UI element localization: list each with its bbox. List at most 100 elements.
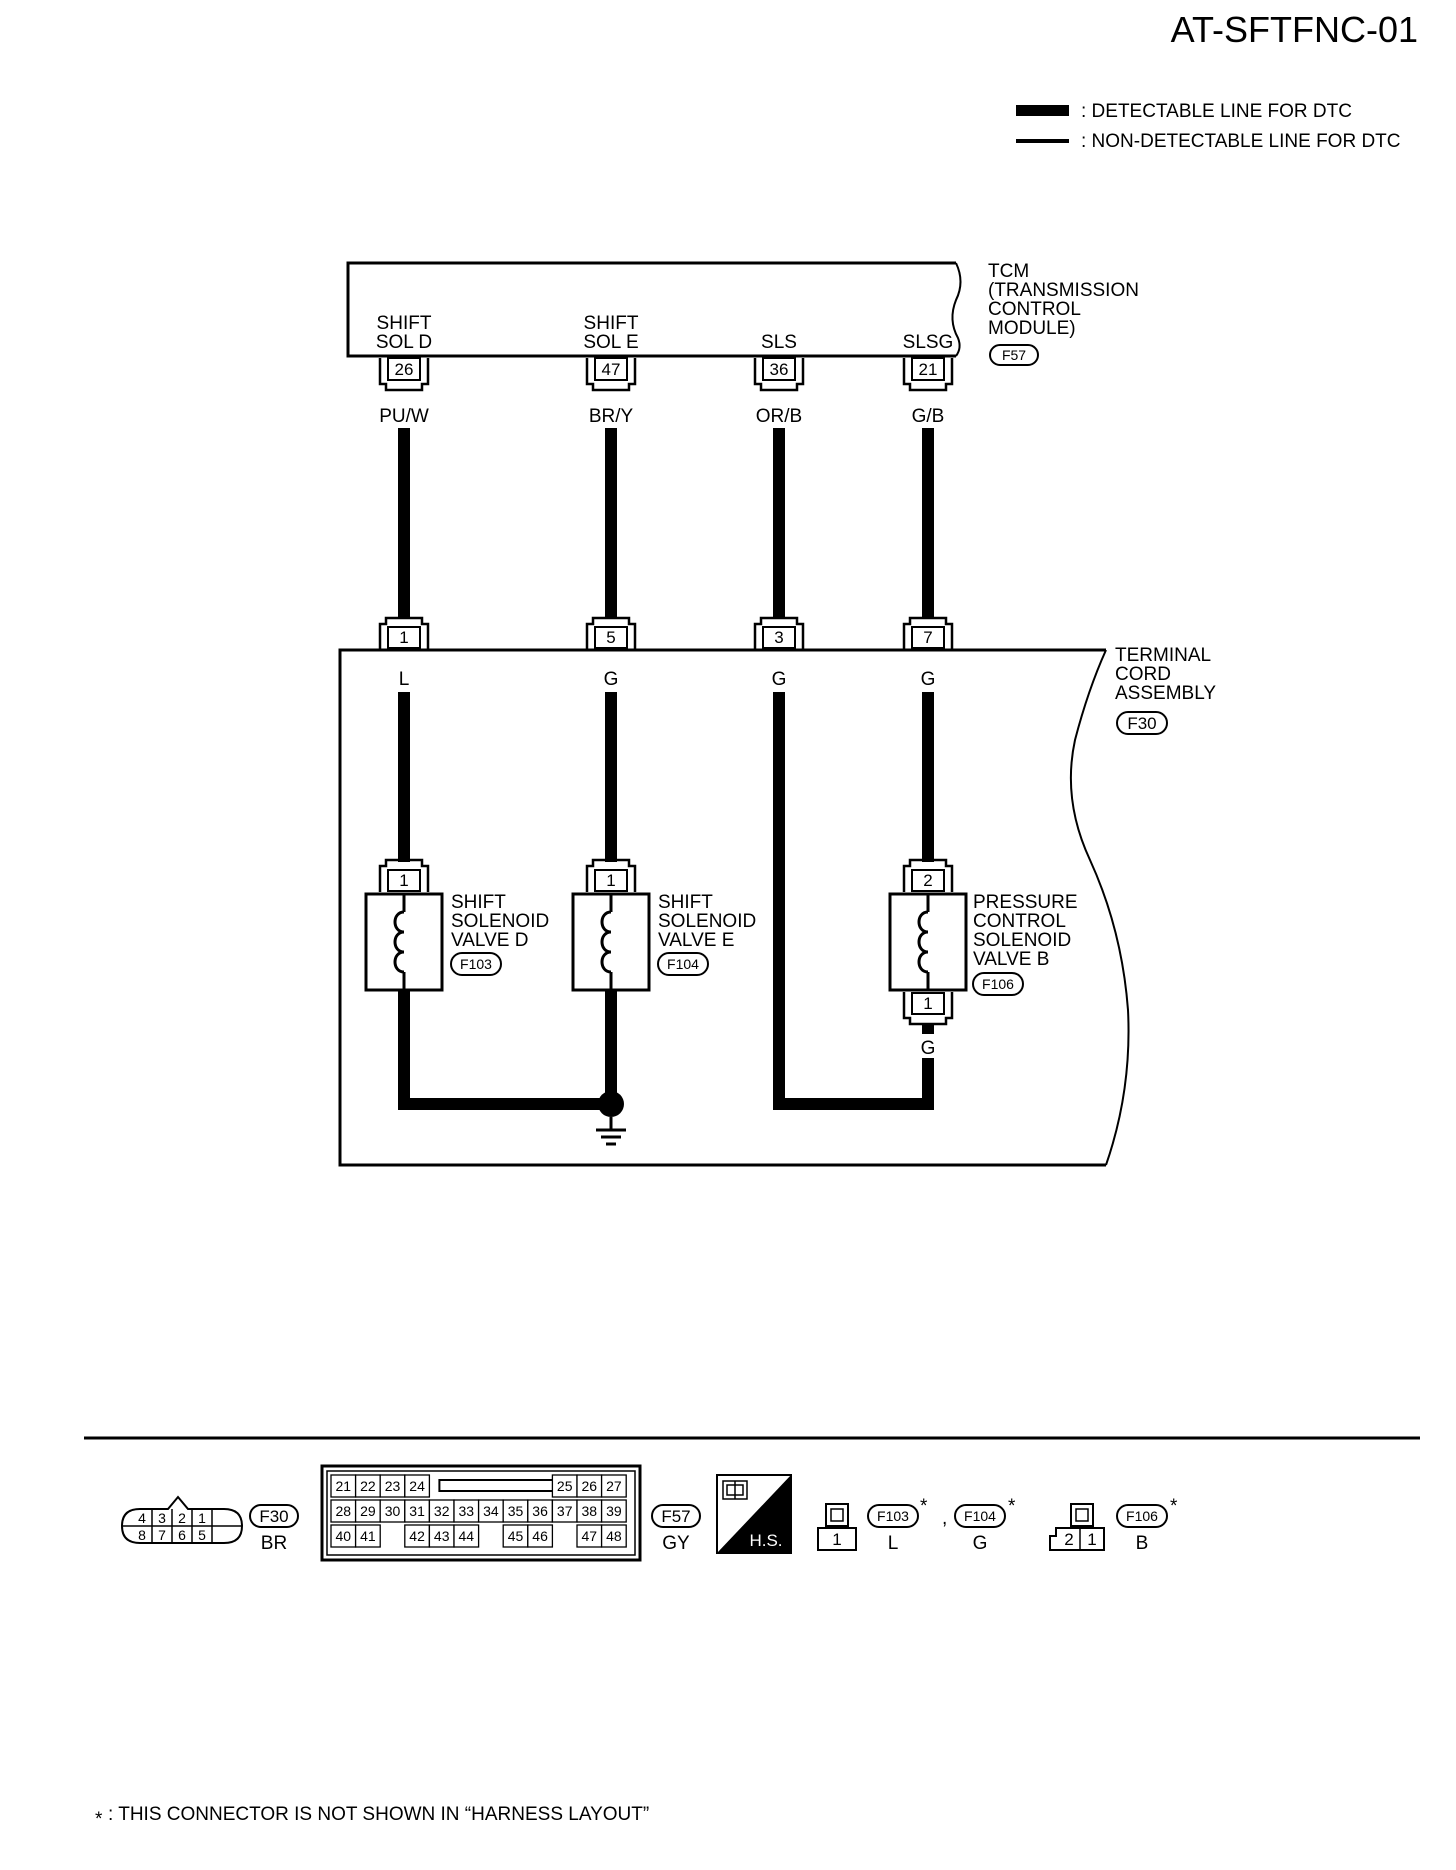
pc-sol-top-pin: 2 (923, 871, 932, 890)
f57-pin-cell (600, 1474, 627, 1498)
wire-sls-return (773, 692, 934, 1110)
footnote-asterisk: * (95, 1809, 103, 1830)
f57-pin-35: 35 (508, 1503, 524, 1519)
tcm-connector-tag (989, 344, 1039, 366)
tcm-label-2: (TRANSMISSION (988, 280, 1139, 301)
f57-pin-24: 24 (409, 1478, 425, 1494)
sol-e-pin: 1 (606, 871, 615, 890)
f57-pin-cell (453, 1524, 480, 1548)
f30-pin-7: 7 (158, 1527, 166, 1543)
pc-sol-connector-tag (972, 972, 1024, 996)
terminal-pin-3: 3 (774, 628, 783, 647)
tcm-pin2-name-2: SOL E (583, 332, 638, 353)
legend-thick-line (1016, 105, 1069, 116)
terminal-label-1: TERMINAL (1115, 645, 1211, 666)
terminal-label-2: CORD (1115, 664, 1171, 685)
terminal-box-outline (338, 648, 1106, 1167)
footnote: * : THIS CONNECTOR IS NOT SHOWN IN “HARN… (95, 1804, 649, 1830)
f57-pin-44: 44 (459, 1528, 475, 1544)
f106-tag-id: F106 (1126, 1508, 1158, 1524)
tcm-pin-36: 36 (770, 360, 789, 379)
f57-pin-32: 32 (434, 1503, 450, 1519)
f106-color: B (1136, 1533, 1149, 1554)
terminal-connector-tag (1116, 711, 1168, 735)
terminal-connector-id: F30 (1127, 714, 1156, 733)
f106-pin-1: 1 (1087, 1530, 1096, 1549)
sol-e-name-1: SHIFT (658, 892, 713, 913)
legend-non-detectable-text: : NON-DETECTABLE LINE FOR DTC (1081, 131, 1401, 152)
f57-color: GY (662, 1533, 690, 1554)
harness-side-badge: H.S. (716, 1474, 792, 1554)
tcm-wire-color-2: BR/Y (589, 406, 634, 427)
coil-icon (600, 910, 612, 974)
terminal-box-edge (1069, 649, 1130, 1166)
f57-pin-cell (600, 1499, 627, 1523)
f57-pin-34: 34 (483, 1503, 499, 1519)
tcm-wire-color-3: OR/B (756, 406, 802, 427)
terminal-wire-color-4: G (921, 669, 936, 690)
pc-sol-connector-id: F106 (982, 976, 1014, 992)
internal-wires (398, 692, 934, 1110)
tcm-label-3: CONTROL (988, 299, 1081, 320)
f57-pin-cell (404, 1474, 431, 1498)
f57-pin-25: 25 (557, 1478, 573, 1494)
f57-pin-36: 36 (532, 1503, 548, 1519)
tcm-module: TCM (TRANSMISSION CONTROL MODULE) F57 SH… (346, 261, 1139, 366)
f57-pin-cell (600, 1524, 627, 1548)
f57-pin-31: 31 (409, 1503, 425, 1519)
f30-pin-6: 6 (178, 1527, 186, 1543)
pc-sol-bottom-wire: G (921, 1038, 936, 1059)
diagram-code: AT-SFTFNC-01 (1171, 9, 1418, 50)
legend-detectable-text: : DETECTABLE LINE FOR DTC (1081, 101, 1352, 122)
f30-pin-2: 2 (178, 1510, 186, 1526)
sol-e-connector-id: F104 (667, 956, 699, 972)
f30-pin-5: 5 (198, 1527, 206, 1543)
f104-color: G (973, 1533, 988, 1554)
f30-tag (249, 1504, 299, 1528)
tcm-pin2-name-1: SHIFT (584, 313, 639, 334)
sol-d-name-3: VALVE D (451, 930, 528, 951)
hs-label: H.S. (749, 1531, 782, 1550)
terminal-wire-color-3: G (772, 669, 787, 690)
f30-color: BR (261, 1533, 287, 1554)
f57-pin-28: 28 (336, 1503, 352, 1519)
f104-tag (954, 1504, 1006, 1528)
pc-sol-name-3: SOLENOID (973, 930, 1071, 951)
f57-pin-39: 39 (606, 1503, 622, 1519)
f57-pin-43: 43 (434, 1528, 450, 1544)
f30-pin-1: 1 (198, 1510, 206, 1526)
terminal-label-3: ASSEMBLY (1115, 683, 1216, 704)
f103-asterisk: * (920, 1496, 928, 1517)
pc-sol-bottom-pin: 1 (923, 994, 932, 1013)
tcm-label-4: MODULE) (988, 318, 1076, 339)
f104-asterisk: * (1008, 1496, 1016, 1517)
f30-tag-id: F30 (259, 1507, 288, 1526)
connector-f106-face: 2 1 F106 * B (1049, 1496, 1178, 1554)
f30-pin-4: 4 (138, 1510, 146, 1526)
tcm-box-edge (951, 262, 962, 357)
wire-sol-d-ground (398, 990, 617, 1110)
tcm-pin-21: 21 (919, 360, 938, 379)
sol-d-name-1: SHIFT (451, 892, 506, 913)
sol-e-name-3: VALVE E (658, 930, 734, 951)
coil-icon (393, 910, 405, 974)
f57-pin-41: 41 (360, 1528, 376, 1544)
f57-pin-22: 22 (360, 1478, 376, 1494)
connector-f103-face: 1 F103 * L , F104 * G (817, 1496, 1016, 1554)
pressure-control-solenoid-valve-b: 2 1 G PRESSURE CONTROL SOLENOID VALVE B … (888, 858, 1078, 1059)
f57-pin-cell (527, 1524, 554, 1548)
shift-solenoid-valve-e: 1 SHIFT SOLENOID VALVE E F104 (571, 858, 756, 992)
tcm-pin1-name-2: SOL D (376, 332, 432, 353)
f57-tag-id: F57 (661, 1507, 690, 1526)
terminal-pin-7: 7 (923, 628, 932, 647)
f106-asterisk: * (1170, 1496, 1178, 1517)
tcm-pin1-name-1: SHIFT (377, 313, 432, 334)
f57-pin-27: 27 (606, 1478, 622, 1494)
sol-d-connector-tag (450, 952, 502, 976)
f57-pin-40: 40 (336, 1528, 352, 1544)
f30-pin-8: 8 (138, 1527, 146, 1543)
f57-pin-26: 26 (582, 1478, 598, 1494)
f57-pin-38: 38 (582, 1503, 598, 1519)
